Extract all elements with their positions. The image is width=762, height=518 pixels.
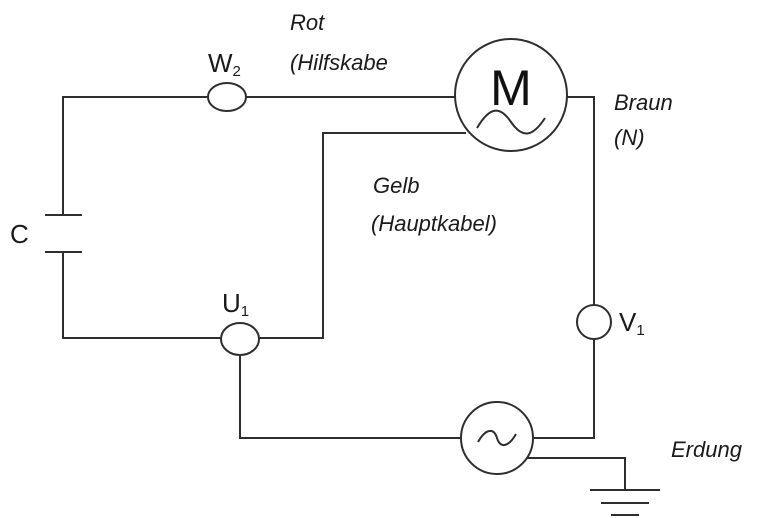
terminal-w2-label: W2: [208, 48, 241, 80]
wire-v1-to-source: [534, 339, 595, 439]
wire-earth: [520, 457, 626, 490]
motor-label: M: [490, 60, 532, 116]
wire-rot-label: Rot: [290, 10, 325, 35]
earth-label: Erdung: [671, 437, 743, 462]
terminal-v1: [576, 304, 612, 340]
wire-braun: [566, 96, 595, 305]
wire-gelb-label: Gelb: [373, 173, 419, 198]
wire-u1-to-source: [239, 356, 460, 439]
motor-ac-wave-icon: [476, 109, 546, 135]
wire-braun-label: Braun: [614, 90, 673, 115]
terminal-v1-label: V1: [619, 307, 645, 339]
terminal-u1: [220, 322, 260, 356]
motor-symbol: [454, 38, 568, 152]
wire-capacitor-bottom: [62, 252, 222, 339]
ac-source-wave-icon: [477, 430, 517, 446]
wire-braun-note: (N): [614, 125, 645, 150]
capacitor-label: C: [10, 219, 29, 249]
terminal-u1-label: U1: [222, 288, 249, 320]
wire-gelb-note: (Hauptkabel): [371, 211, 497, 236]
terminal-w2: [207, 82, 247, 112]
wire-capacitor-top: [62, 96, 220, 215]
wire-rot-note: (Hilfskabe: [290, 50, 388, 75]
wire-gelb: [258, 132, 466, 339]
